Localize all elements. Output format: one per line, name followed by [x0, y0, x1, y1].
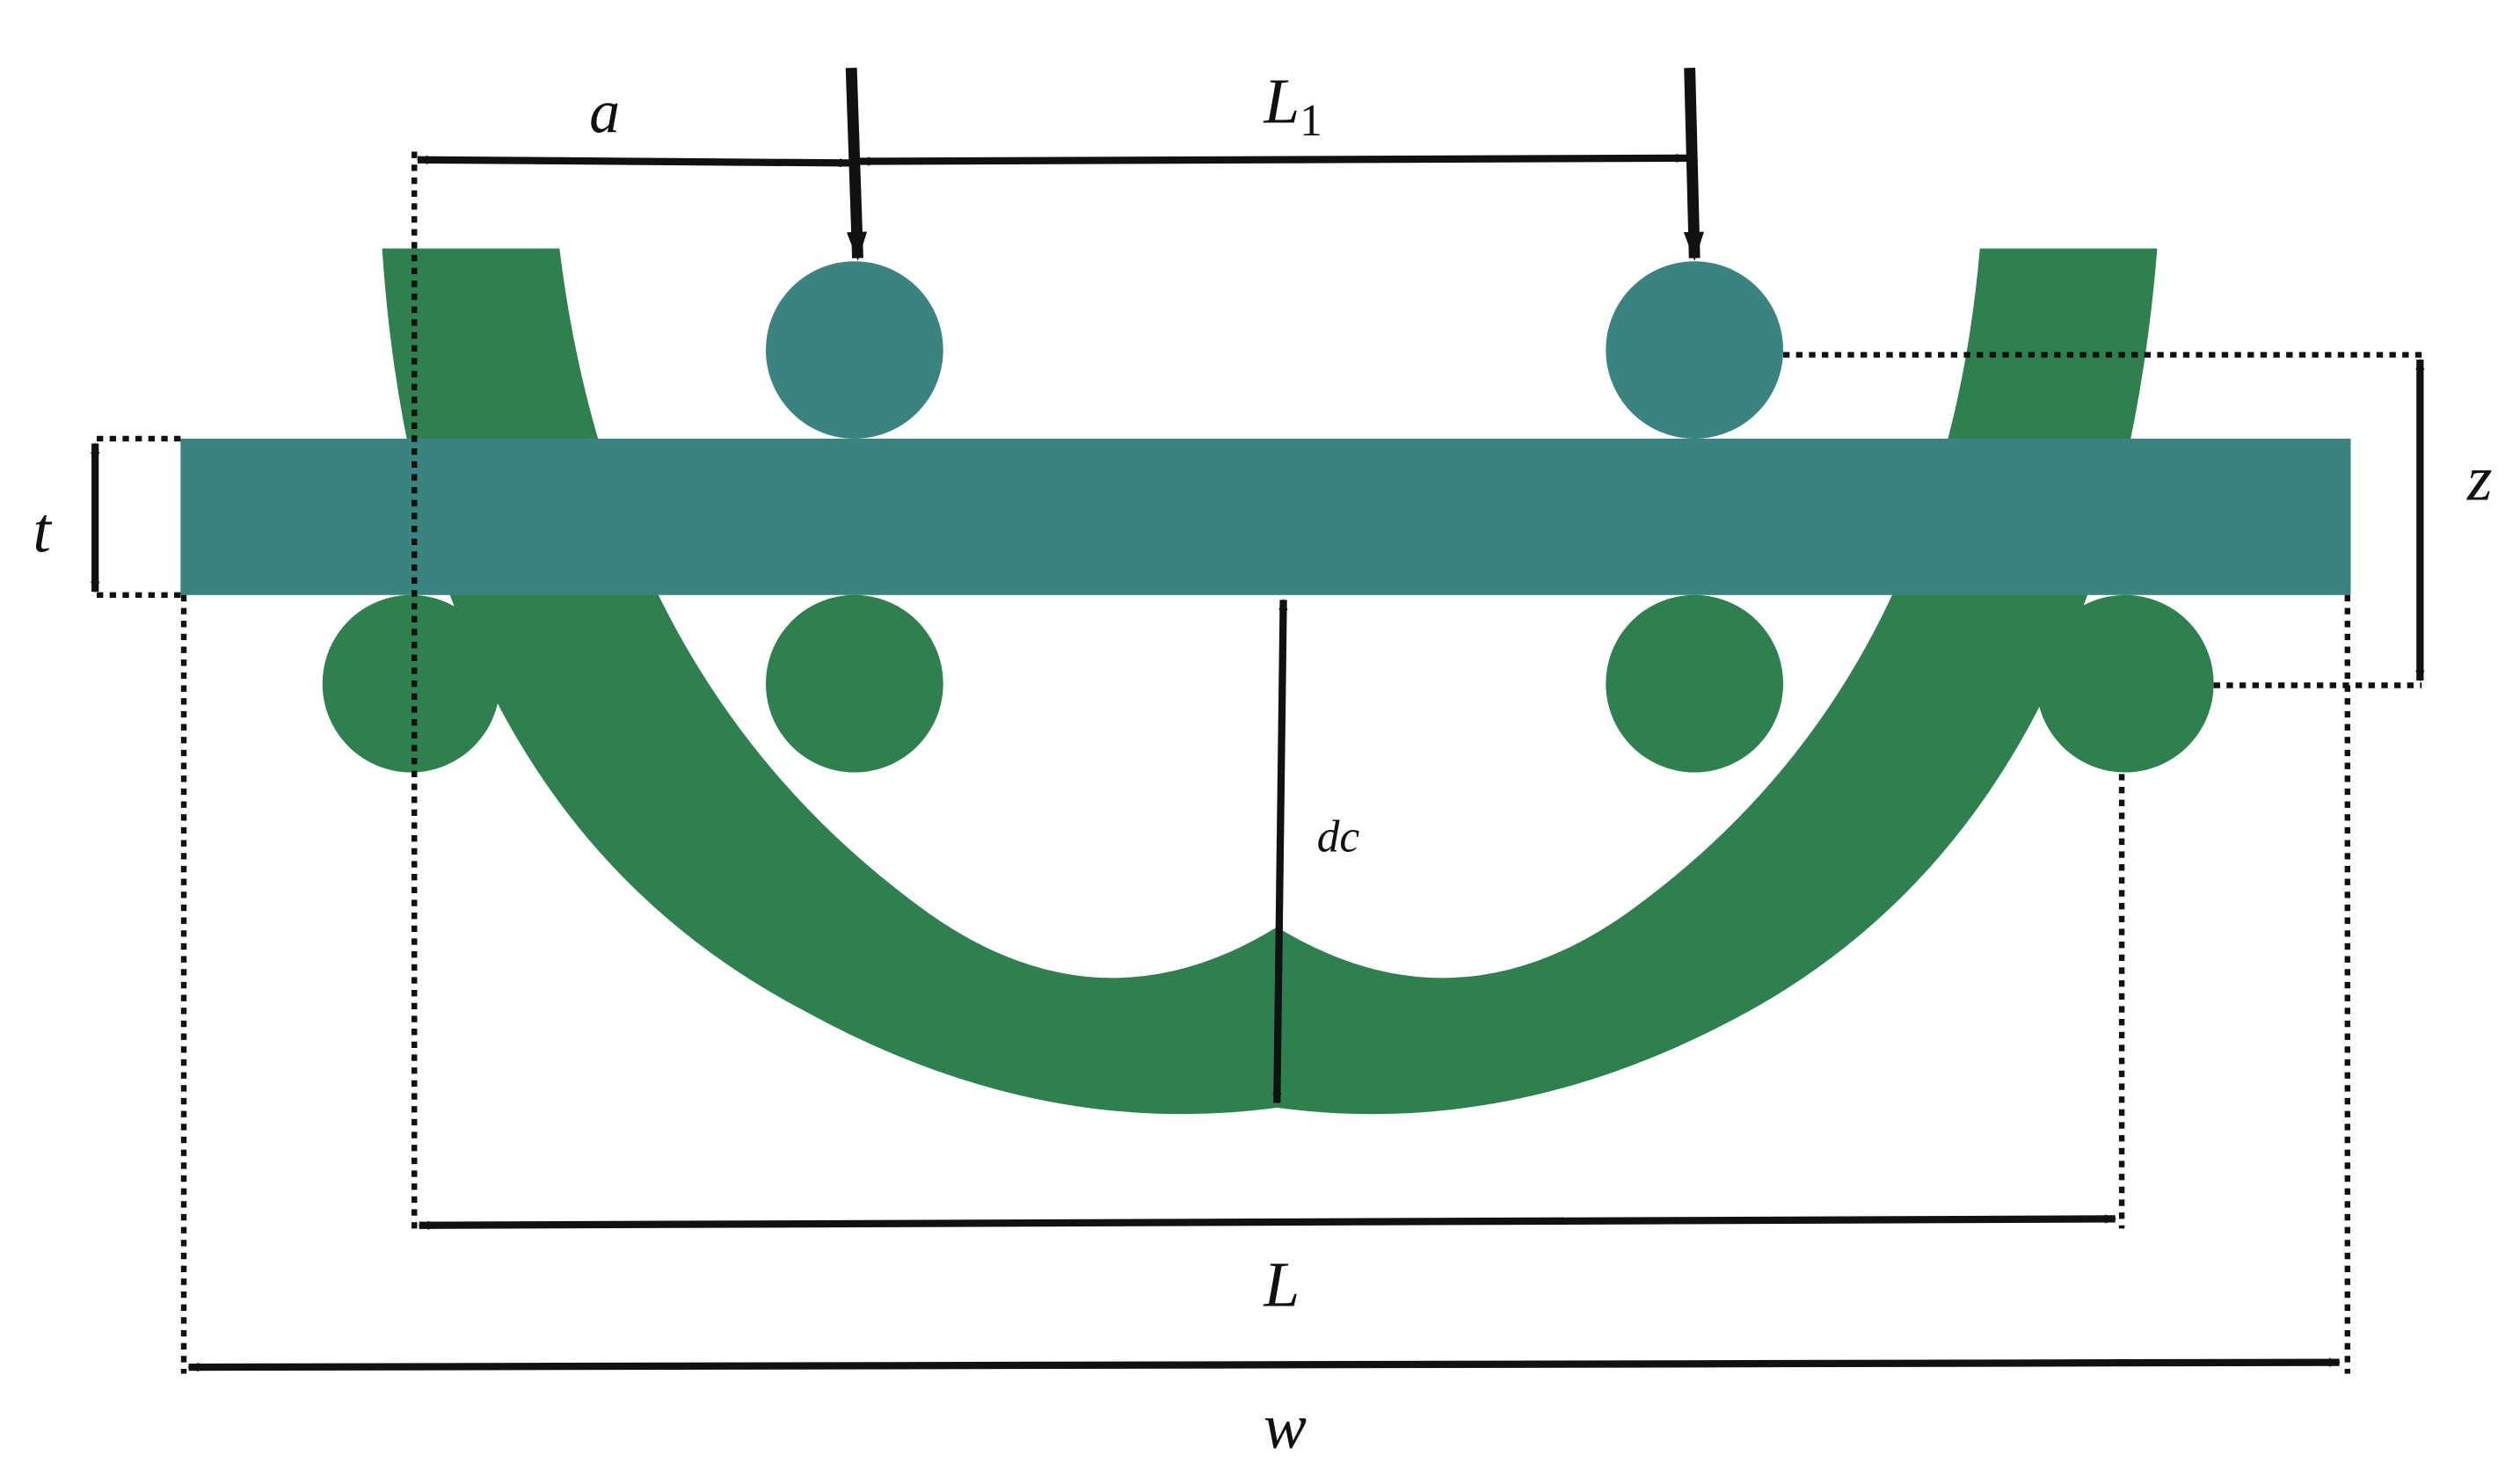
- lower-roller-inner-left: [765, 594, 943, 773]
- label-L1-subscript: 1: [1300, 96, 1322, 146]
- label-a: a: [589, 79, 620, 147]
- label-w: w: [1264, 1391, 1307, 1462]
- dimension-a-arrow: [416, 155, 851, 168]
- dimension-dc-arrow: [1272, 599, 1288, 1104]
- label-L1-main: L: [1263, 66, 1300, 137]
- load-arrow-left: [845, 67, 868, 261]
- upper-roller-right: [1606, 261, 1784, 439]
- lower-roller-inner-right: [1606, 594, 1784, 773]
- label-L: L: [1263, 1248, 1300, 1320]
- dimension-L-arrow: [418, 1214, 2117, 1230]
- load-arrow-right: [1683, 68, 1704, 261]
- label-t: t: [33, 494, 52, 565]
- dimension-w-arrow: [187, 1357, 2341, 1372]
- straight-specimen-bar: [180, 438, 2351, 595]
- lower-roller-outer-right: [2036, 594, 2214, 773]
- lower-roller-outer-left: [322, 594, 500, 773]
- dimension-L1-arrow: [858, 153, 1688, 166]
- label-L1: L1: [1263, 66, 1322, 147]
- label-dc: dc: [1317, 811, 1360, 862]
- upper-roller-left: [765, 261, 943, 439]
- label-z: z: [2466, 443, 2493, 514]
- bent-specimen-arc: [382, 248, 2158, 1115]
